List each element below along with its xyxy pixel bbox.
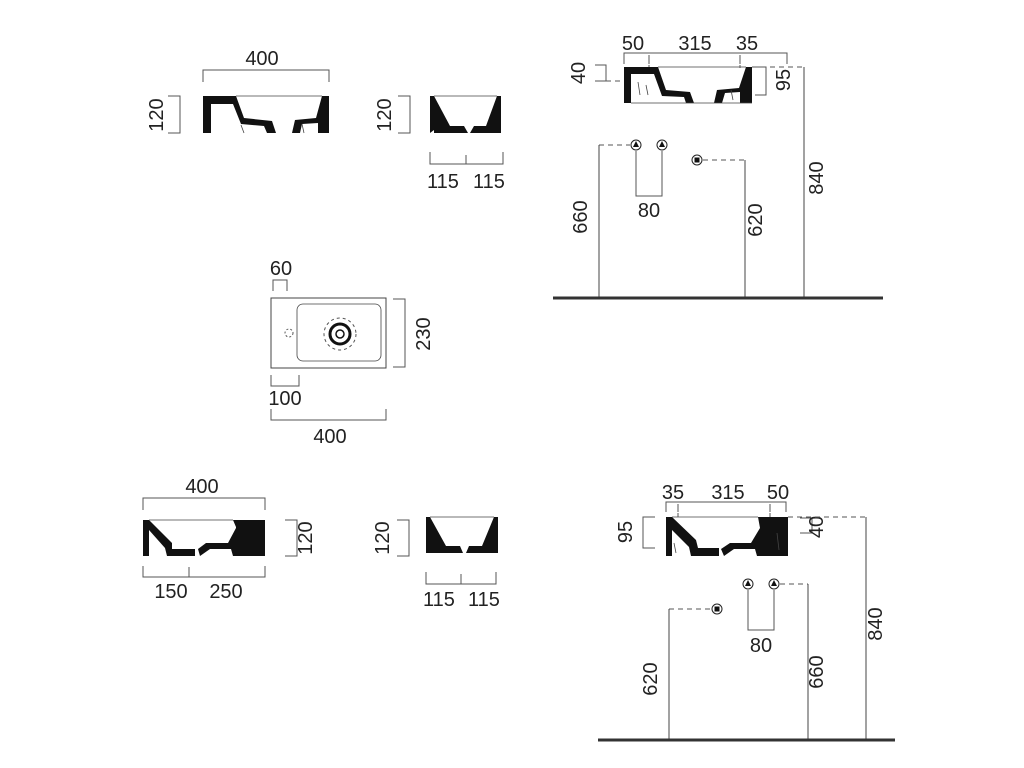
dim-height: 120	[146, 98, 168, 131]
dim-rim-right: 35	[736, 33, 758, 55]
supply-valve-icon	[742, 578, 754, 590]
installation-bottom: 35 315 50 95 40 840 80 660	[598, 482, 895, 742]
dim-supply-height: 660	[570, 200, 592, 233]
basin-section	[203, 96, 276, 133]
dim-waste-height: 620	[745, 203, 767, 236]
dim-side-height-b: 120	[372, 521, 394, 554]
dim-depth: 95	[773, 69, 795, 91]
dim-split-left: 150	[154, 581, 187, 603]
dim-depth: 230	[413, 317, 435, 350]
dim-width-b: 400	[185, 476, 218, 498]
dim-total-height-b: 840	[865, 607, 887, 640]
waste-outlet-icon	[711, 603, 723, 615]
dim-rim-right-b: 50	[767, 482, 789, 504]
dim-side-right-b: 115	[468, 589, 500, 611]
dim-total-height: 840	[806, 161, 828, 194]
dim-width: 400	[245, 48, 278, 70]
dim-depth-b: 95	[615, 521, 637, 543]
dim-side-right: 115	[473, 171, 505, 193]
plan-view: 60 230 100 400	[268, 258, 435, 448]
dim-waste-height-b: 620	[640, 662, 662, 695]
dim-basin: 315	[678, 33, 711, 55]
dim-supply-height-b: 660	[806, 655, 828, 688]
dim-rim-left: 50	[622, 33, 644, 55]
front-section-top: 400 120	[146, 48, 330, 134]
dim-side-left-b: 115	[423, 589, 455, 611]
tap-hole	[284, 328, 294, 338]
dim-tap-offset: 60	[270, 258, 292, 280]
dim-plan-width: 400	[313, 426, 346, 448]
supply-valve-icon	[768, 578, 780, 590]
dim-basin-b: 315	[711, 482, 744, 504]
installation-top: 50 315 35 40 95 840 660 80	[553, 33, 883, 300]
dim-split-right: 250	[209, 581, 242, 603]
front-section-bottom: 400 120 150 250	[142, 476, 317, 603]
drain-center	[335, 329, 345, 339]
dim-side-left: 115	[427, 171, 459, 193]
dim-height-b: 120	[295, 521, 317, 554]
dim-supply-spacing: 80	[638, 200, 660, 222]
basin-bowl	[296, 303, 382, 362]
dim-side-height: 120	[374, 98, 396, 131]
dim-tap-distance: 100	[268, 388, 301, 410]
supply-valve-icon	[656, 139, 668, 151]
drain-outer	[323, 317, 357, 351]
dim-rim-left-b: 35	[662, 482, 684, 504]
drain-ring	[328, 322, 352, 346]
supply-valve-icon	[630, 139, 642, 151]
side-section-top: 120 115 115	[374, 95, 505, 193]
dim-supply-spacing-b: 80	[750, 635, 772, 657]
waste-outlet-icon	[691, 154, 703, 166]
side-section-bottom: 120 115 115	[372, 516, 500, 611]
dim-rim-height: 40	[568, 62, 590, 84]
dim-rim-height-b: 40	[806, 516, 828, 538]
basin-outline	[270, 297, 387, 369]
